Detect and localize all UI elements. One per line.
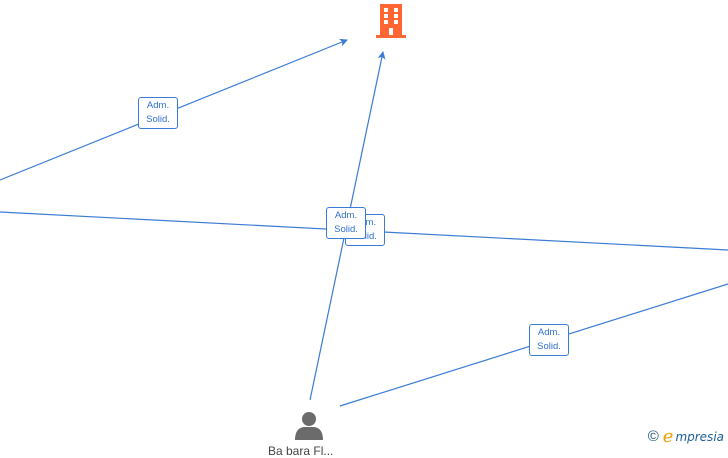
building-icon (376, 4, 406, 38)
copyright-icon: © (647, 428, 659, 445)
edge-label-line1: Adm. (146, 100, 170, 111)
edge-label-line1: Adm. (537, 327, 561, 338)
person-icon (295, 412, 323, 440)
edge-label-line1: Adm. (334, 210, 358, 221)
edge-label-left-company[interactable]: Adm. Solid. (138, 97, 178, 129)
brand-logo-initial: e (662, 426, 674, 447)
brand-name: mpresia (675, 429, 724, 444)
company-node[interactable] (374, 2, 408, 38)
person-name-label[interactable]: Ba bara Fl... (268, 444, 334, 458)
edge-label-person-company[interactable]: Adm. Solid. (326, 207, 366, 239)
person-node[interactable] (294, 410, 324, 442)
edge-label-line2: Solid. (334, 224, 358, 235)
edge-label-line2: Solid. (537, 341, 561, 352)
brand-watermark: © e mpresia (648, 426, 724, 447)
edge-label-line2: Solid. (146, 114, 170, 125)
edge-label-person-right[interactable]: Adm. Solid. (529, 324, 569, 356)
